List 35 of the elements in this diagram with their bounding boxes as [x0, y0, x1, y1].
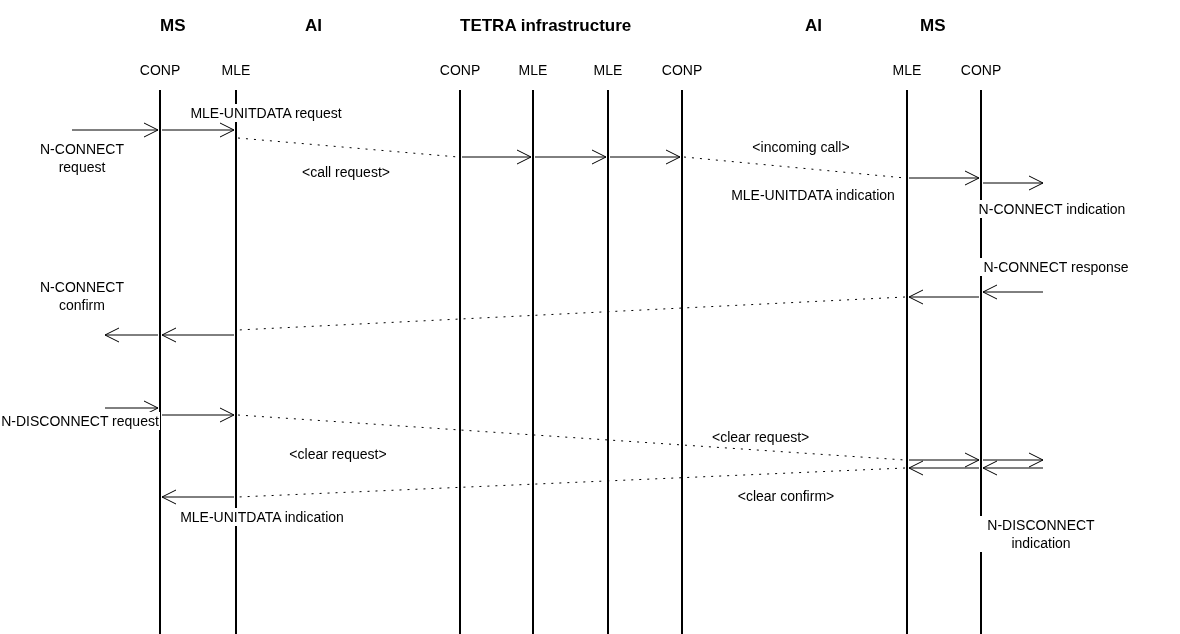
lifeline-label: MLE — [592, 62, 624, 78]
lifeline-label: CONP — [438, 62, 482, 78]
arrow — [161, 407, 235, 423]
message-label: <clear request> — [712, 428, 810, 446]
column-heading: MS — [920, 16, 946, 36]
lifeline-label: MLE — [517, 62, 549, 78]
arrow — [161, 122, 235, 138]
arrow — [908, 289, 980, 305]
column-heading: AI — [805, 16, 822, 36]
arrow — [982, 460, 1044, 476]
arrow — [982, 452, 1044, 468]
edge-label: N-DISCONNECT request — [0, 412, 160, 430]
arrow — [908, 460, 980, 476]
arrow — [908, 170, 980, 186]
lifeline-label: MLE — [891, 62, 923, 78]
column-heading: AI — [305, 16, 322, 36]
arrow — [908, 452, 980, 468]
arrow — [104, 327, 159, 343]
dotted-line — [237, 414, 906, 461]
arrow — [71, 122, 159, 138]
arrow — [534, 149, 607, 165]
arrow — [461, 149, 532, 165]
lifeline-label: MLE — [220, 62, 252, 78]
lifeline-label: CONP — [959, 62, 1003, 78]
lifeline-label: CONP — [138, 62, 182, 78]
dotted-line — [237, 296, 906, 331]
lifeline-label: CONP — [660, 62, 704, 78]
column-heading: TETRA infrastructure — [460, 16, 632, 36]
column-heading: MS — [160, 16, 186, 36]
arrow — [609, 149, 681, 165]
arrow — [982, 175, 1044, 191]
arrow — [161, 489, 235, 505]
arrow — [982, 284, 1044, 300]
arrow — [161, 327, 235, 343]
dotted-line — [237, 467, 906, 498]
